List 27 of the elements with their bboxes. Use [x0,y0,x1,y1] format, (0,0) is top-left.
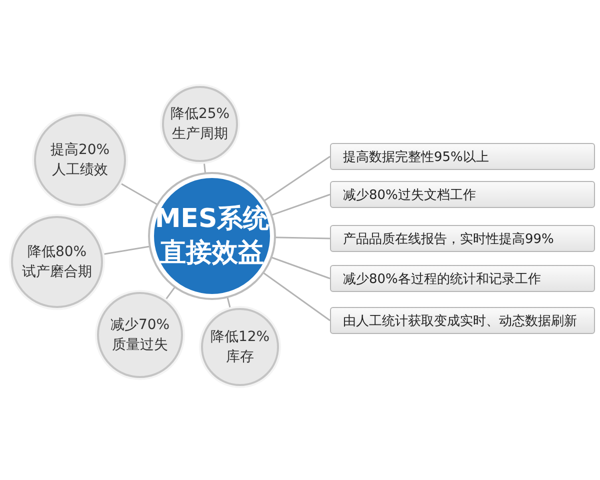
box-label: 提高数据完整性95%以上 [343,148,489,166]
connector-line [270,256,330,280]
connector-line [262,271,330,322]
circle-label: 降低80%试产磨合期 [22,243,92,282]
connector-line [274,236,330,240]
benefit-box [330,265,595,292]
box-label: 减少80%过失文档工作 [343,186,476,204]
circle-label: 提高20%人工绩效 [49,141,111,180]
circle-label: 降低12%库存 [209,328,271,367]
benefit-circle [162,86,238,162]
connector-line [270,194,330,216]
benefit-circle [201,308,279,386]
center-circle [150,174,274,298]
connector-line [102,246,151,256]
benefit-box [330,181,595,208]
connector-line [119,182,159,206]
box-label: 由人工统计获取变成实时、动态数据刷新 [343,312,577,330]
box-label: 产品品质在线报告，实时性提高99% [343,230,554,248]
box-label: 减少80%各过程的统计和记录工作 [343,270,541,288]
circle-label: MES系统直接效益 [154,203,270,270]
benefit-box [330,225,595,252]
benefit-box [330,307,595,334]
connector-line [263,156,330,202]
benefit-circle [97,292,183,378]
circle-label: 降低25%生产周期 [169,105,231,144]
benefit-box [330,143,595,170]
circle-label: 减少70%质量过失 [109,316,171,355]
